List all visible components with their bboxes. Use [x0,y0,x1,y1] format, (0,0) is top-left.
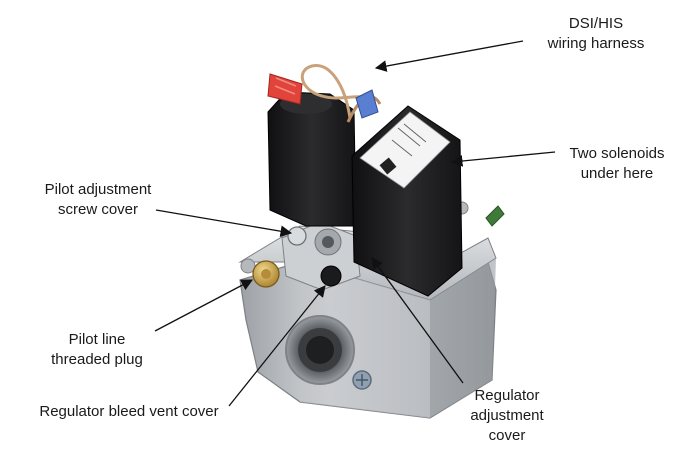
blue-connector [355,89,379,119]
pilot-adjustment-cap [287,226,307,246]
leader-arrows [154,40,556,407]
ground-terminal [485,205,505,227]
label-wiring-harness: DSI/HIS wiring harness [547,15,645,52]
arrow-pilot-adjustment [155,209,293,237]
harness-wire [300,64,375,119]
bleed-vent-cap [320,265,342,287]
gas-valve-illustration [238,64,505,419]
label-solenoids: Two solenoids under here [569,145,665,182]
label-pilot-line: Pilot line threaded plug [51,331,143,368]
label-regulator-adjustment: Regulator adjustment cover [470,387,544,444]
arrow-pilot-line [154,279,254,332]
arrow-wiring-harness [374,40,524,72]
red-connector [267,73,303,105]
label-bleed-vent: Regulator bleed vent cover [39,403,219,420]
arrow-bleed-vent [228,285,326,407]
label-pilot-adjustment: Pilot adjustment screw cover [44,181,152,218]
qr-code [379,157,397,175]
arrow-regulator-adjustment [371,257,464,384]
arrow-solenoids [450,151,556,167]
